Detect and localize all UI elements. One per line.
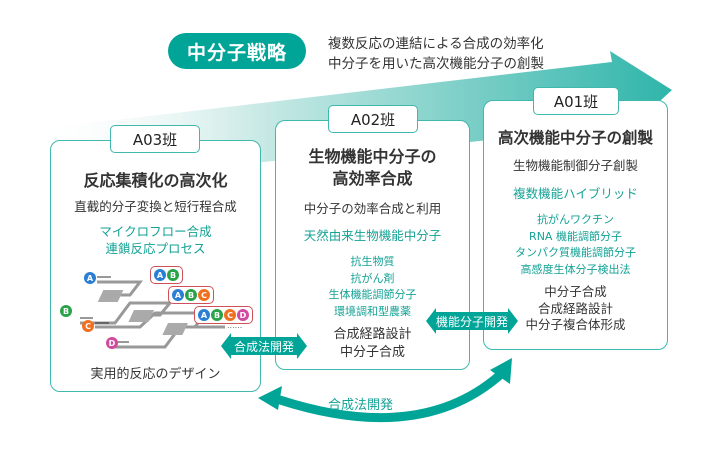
a01-item: RNA 機能調節分子 — [529, 229, 622, 243]
product-a: A — [154, 269, 166, 281]
connector-label: 機能分子開発 — [435, 314, 508, 329]
a01-subtitle: 生物機能制御分子創製 — [512, 158, 638, 173]
a01-title: 高次機能中分子の創製 — [497, 129, 653, 147]
reactant-c: C — [82, 320, 94, 332]
product-c: C — [224, 309, 236, 321]
a03-highlight: 連鎖反応プロセス — [105, 241, 206, 256]
product-b: B — [185, 289, 197, 301]
product-bubble-ab: A B — [150, 266, 183, 284]
group-card-a01: 高次機能中分子の創製 生物機能制御分子創製 複数機能ハイブリッド 抗がんワクチン… — [483, 100, 668, 350]
product-a: A — [198, 309, 210, 321]
a02-title-line: 生物機能中分子の — [308, 147, 437, 166]
reactant-a: A — [84, 272, 96, 284]
a02-subtitle: 中分子の効率合成と利用 — [303, 201, 442, 216]
a02-title-line: 高効率合成 — [332, 169, 413, 188]
curved-arrow-head-left — [258, 386, 282, 410]
strategy-badge: 中分子戦略 — [168, 33, 306, 69]
a02-footer: 合成経路設計 中分子合成 — [276, 326, 469, 362]
a01-items: 抗がんワクチン RNA 機能調節分子 タンパク質機能調節分子 高感度生体分子検出… — [484, 212, 667, 278]
a03-tag: A03班 — [110, 125, 200, 153]
product-b: B — [211, 309, 223, 321]
a02-item: 環境調和型農薬 — [334, 304, 411, 318]
a02-highlight: 天然由来生物機能中分子 — [303, 228, 442, 243]
product-c: C — [198, 289, 210, 301]
connector-a02-a01: 機能分子開発 — [426, 308, 518, 334]
curved-arrow-shaft — [275, 370, 505, 423]
strategy-description-line: 複数反応の連結による合成の効率化 — [328, 36, 544, 52]
a01-item: 抗がんワクチン — [537, 213, 614, 226]
product-a: A — [172, 289, 184, 301]
a03-title: 反応集積化の高次化 — [83, 171, 228, 190]
a02-footer-line: 合成経路設計 — [333, 327, 412, 342]
a01-highlight: 複数機能ハイブリッド — [513, 186, 638, 201]
a02-item: 抗生物質 — [350, 255, 395, 268]
a01-tag: A01班 — [533, 87, 619, 115]
a01-item: タンパク質機能調節分子 — [515, 246, 636, 259]
product-bubble-abc: A B C — [168, 286, 214, 304]
a02-footer-line: 中分子合成 — [339, 345, 405, 360]
a02-item: 抗がん剤 — [350, 271, 395, 285]
a03-subtitle: 直截的分子変換と短行程合成 — [74, 199, 237, 214]
a03-highlight: マイクロフロー合成 — [99, 224, 212, 239]
connector-a03-a02: 合成法開発 — [221, 333, 307, 359]
a01-footer-line: 中分子合成 — [544, 284, 607, 299]
a01-footer: 中分子合成 合成経路設計 中分子複合体形成 — [484, 284, 667, 334]
product-b: B — [167, 269, 179, 281]
a03-highlights: マイクロフロー合成 連鎖反応プロセス — [51, 223, 260, 257]
flow-reactor-illustration: ...... — [80, 276, 242, 349]
product-bubble-abcd: A B C D — [194, 306, 253, 324]
a02-items: 抗生物質 抗がん剤 生体機能調節分子 環境調和型農薬 — [276, 254, 469, 320]
connector-a01-a03-label: 合成法開発 — [328, 398, 394, 413]
reactant-b: B — [60, 305, 72, 317]
strategy-description-line: 中分子を用いた高次機能分子の創製 — [328, 56, 544, 72]
strategy-description: 複数反応の連結による合成の効率化 中分子を用いた高次機能分子の創製 — [328, 34, 544, 74]
curved-arrow-head-right — [490, 358, 512, 384]
a02-tag: A02班 — [328, 105, 418, 133]
a01-footer-line: 中分子複合体形成 — [525, 317, 626, 332]
double-arrow-icon — [426, 308, 518, 334]
a03-footer: 実用的反応のデザイン — [90, 367, 221, 382]
svg-text:......: ...... — [227, 321, 242, 330]
reactant-d: D — [106, 337, 118, 349]
double-arrow-icon — [221, 333, 307, 359]
product-d: D — [237, 309, 249, 321]
a02-item: 生体機能調節分子 — [328, 288, 417, 301]
connector-label: 合成法開発 — [233, 339, 294, 354]
a02-title: 生物機能中分子の 高効率合成 — [276, 146, 469, 190]
a01-item: 高感度生体分子検出法 — [520, 262, 631, 276]
a01-footer-line: 合成経路設計 — [537, 300, 613, 316]
